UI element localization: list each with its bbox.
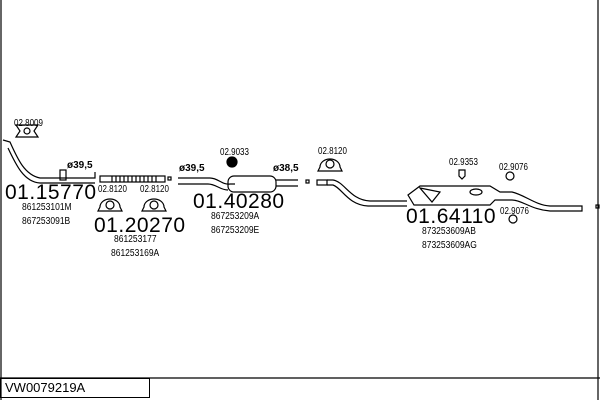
part-number[interactable]: 01.15770 (5, 181, 97, 204)
rubber-02-9033 (226, 156, 238, 168)
accessory-label: 02.8009 (14, 118, 43, 129)
rear-pipe-upper (327, 179, 407, 202)
diameter-label: ø39,5 (67, 160, 93, 171)
flex-corrugation (111, 176, 157, 182)
clamp-02-8120-b (141, 198, 167, 212)
oem-number: 867253209A (211, 211, 260, 222)
accessory-label: 02.9033 (220, 147, 249, 158)
gasket-02-8009 (14, 124, 40, 138)
clamp-02-8120-c (317, 158, 343, 172)
part-number[interactable]: 01.64110 (406, 205, 497, 228)
ring-02-9076-b (508, 214, 518, 224)
front-pipe (2, 139, 96, 179)
clamp-02-8120-a (97, 198, 123, 212)
accessory-label: 02.8120 (318, 146, 347, 157)
diameter-label: ø39,5 (179, 163, 205, 174)
front-pipe-lower (7, 147, 95, 184)
rear-muffler-outlet (469, 188, 483, 196)
tail-end (595, 204, 600, 209)
rear-muffler-inlet (418, 187, 442, 203)
rear-muffler (407, 185, 583, 212)
connector-block (305, 179, 310, 184)
part-number[interactable]: 01.20270 (94, 214, 186, 237)
oem-number: 867253091B (22, 216, 71, 227)
diameter-label: ø38,5 (273, 163, 299, 174)
flex-end (167, 176, 172, 181)
oem-number: 873253609AG (422, 240, 477, 251)
oem-number: 861253169A (111, 248, 160, 259)
oem-number: 861253177 (114, 234, 157, 245)
oem-number: 861253101M (22, 202, 72, 213)
accessory-label: 02.9076 (499, 162, 528, 173)
middle-pipe-in (178, 177, 235, 185)
ring-02-9076-a (505, 171, 515, 181)
oem-number: 873253609AB (422, 226, 476, 237)
rear-pipe-start (316, 179, 328, 186)
accessory-label: 02.8120 (140, 184, 169, 195)
middle-muffler (227, 175, 277, 193)
accessory-label: 02.8120 (98, 184, 127, 195)
accessory-label: 02.9353 (449, 157, 478, 168)
accessory-label: 02.9076 (500, 206, 529, 217)
middle-pipe-out (276, 179, 298, 187)
front-pipe-bracket (59, 169, 67, 181)
bracket-02-9353 (458, 169, 466, 180)
part-number[interactable]: 01.40280 (193, 190, 285, 213)
diagram-code: VW0079219A (0, 378, 150, 398)
oem-number: 867253209E (211, 225, 260, 236)
